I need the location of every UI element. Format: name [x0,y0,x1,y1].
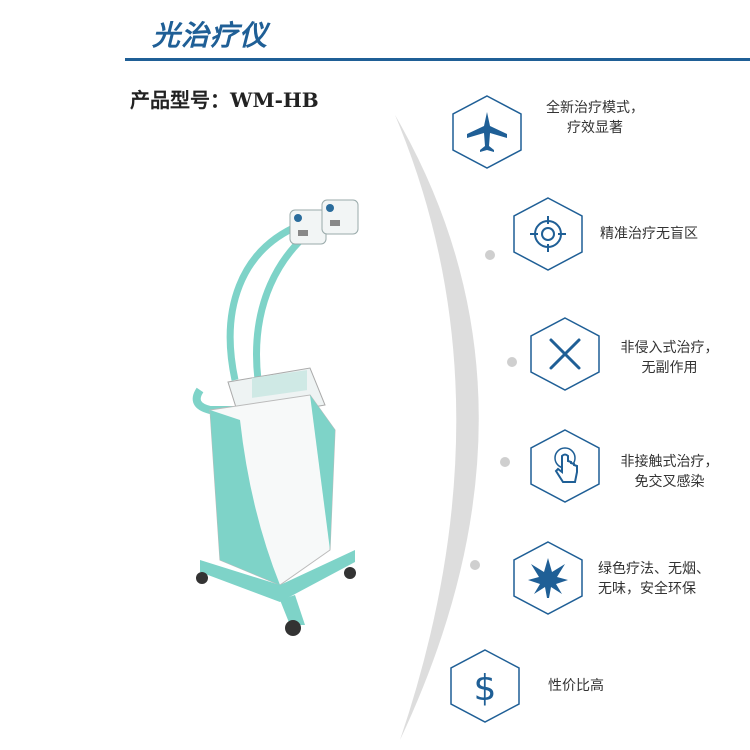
feature-line: 无副作用 [641,360,698,376]
feature-text-1: 全新治疗模式， 疗效显著 [540,98,650,138]
dollar-icon: $ [474,668,497,709]
feature-text-4: 非接触式治疗， 免交叉感染 [612,452,727,492]
hexagon-frame [530,429,600,503]
airplane-icon [467,112,507,152]
hexagon-frame: $ [450,649,520,723]
feature-line: 性价比高 [548,678,604,694]
svg-text:$: $ [474,668,497,709]
page-title: 光治疗仪 [152,19,269,52]
feature-line: 非接触式治疗， [620,454,719,470]
title-underline [125,58,750,61]
feature-text-5: 绿色疗法、无烟、 无味，安全环保 [598,559,733,599]
feature-line: 疗效显著 [567,120,623,136]
feature-line: 免交叉感染 [634,474,705,490]
feature-line: 无味，安全环保 [598,581,696,597]
feature-line: 全新治疗模式， [546,100,644,116]
feature-text-6: 性价比高 [548,676,604,696]
product-model: 产品型号：WM-HB [130,88,319,112]
hexagon-frame [530,317,600,391]
feature-text-2: 精准治疗无盲区 [600,224,698,244]
target-icon [530,216,566,252]
feature-line: 绿色疗法、无烟、 [598,561,710,577]
feature-text-3: 非侵入式治疗， 无副作用 [612,338,727,378]
feature-line: 非侵入式治疗， [620,340,719,356]
cross-icon [549,338,581,370]
leaf-icon [528,558,568,598]
pointer-hand-icon [554,447,578,483]
hexagon-frame [513,197,583,271]
feature-line: 精准治疗无盲区 [600,226,698,242]
hexagon-frame [513,541,583,615]
hexagon-frame [452,95,522,169]
light-therapy-device-image [192,199,359,636]
